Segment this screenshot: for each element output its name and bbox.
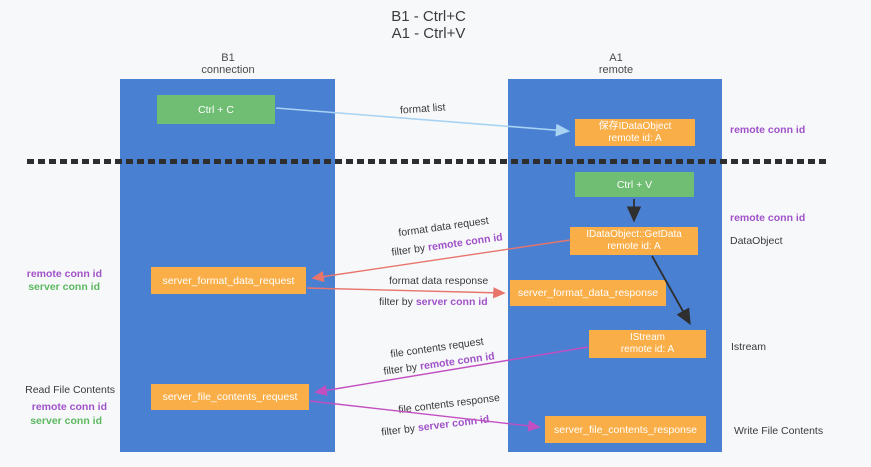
istream-box: IStream remote id: A (589, 330, 706, 358)
save-idataobject-line1: 保存IDataObject (598, 120, 672, 132)
left-server-conn-id: server conn id (28, 281, 100, 293)
boundary-dashed-line (27, 159, 830, 164)
b1-subtitle: connection (201, 64, 255, 76)
server-conn-id-text: server conn id (417, 413, 490, 435)
column-header-a1: A1 remote (556, 52, 676, 76)
ctrl-c-box: Ctrl + C (157, 95, 275, 124)
left-bottom-remote-conn-id: remote conn id (31, 401, 107, 413)
istream-line2: remote id: A (620, 344, 675, 355)
save-idataobject-line2: remote id: A (608, 132, 662, 144)
format-response-label: server_format_data_response (517, 287, 659, 299)
format-list-label: format list (399, 101, 446, 117)
left-bottom-server-conn-id: server conn id (30, 415, 102, 427)
right-dataobject-label: DataObject (730, 235, 783, 247)
format-request-label: server_format_data_request (162, 274, 295, 287)
server-file-contents-response-box: server_file_contents_response (545, 416, 706, 443)
getdata-line2: remote id: A (607, 241, 661, 252)
right-remote-conn-id-mid: remote conn id (730, 212, 806, 224)
right-write-file-contents-label: Write File Contents (734, 425, 824, 437)
file-response-label: server_file_contents_response (553, 423, 697, 436)
column-header-b1: B1 connection (168, 52, 288, 76)
save-idataobject-box: 保存IDataObject remote id: A (575, 119, 695, 146)
idataobject-getdata-box: IDataObject::GetData remote id: A (570, 227, 698, 255)
format-data-response-label: format data response (389, 275, 489, 287)
right-istream-label: Istream (731, 341, 767, 353)
ctrl-v-label: Ctrl + V (616, 178, 653, 191)
filter-by-text: filter by (380, 422, 416, 439)
a1-subtitle: remote (598, 64, 634, 76)
b1-title: B1 (221, 52, 235, 64)
istream-line1: IStream (629, 332, 665, 343)
right-remote-conn-id-top: remote conn id (730, 124, 806, 136)
filter-by-text: filter by (390, 242, 426, 259)
ctrl-c-label: Ctrl + C (198, 103, 234, 116)
server-file-contents-request-box: server_file_contents_request (151, 384, 309, 410)
title-line-2: A1 - Ctrl+V (391, 25, 466, 42)
server-conn-id-text: server conn id (415, 296, 488, 308)
title-line-1: B1 - Ctrl+C (391, 8, 466, 25)
left-read-file-contents-label: Read File Contents (25, 384, 115, 396)
a1-title: A1 (609, 52, 623, 64)
server-format-data-response-box: server_format_data_response (510, 280, 666, 306)
getdata-line1: IDataObject::GetData (586, 229, 682, 240)
remote-conn-id-text: remote conn id (427, 231, 504, 254)
filter-by-text: filter by (379, 296, 413, 308)
filter-by-text: filter by (382, 361, 418, 378)
file-contents-response-label: file contents response (397, 391, 501, 417)
format-data-response-arrow (306, 287, 506, 299)
left-remote-conn-id: remote conn id (26, 268, 102, 280)
ctrl-v-box: Ctrl + V (575, 172, 694, 197)
file-request-label: server_file_contents_request (162, 391, 298, 403)
server-format-data-request-box: server_format_data_request (151, 267, 306, 294)
